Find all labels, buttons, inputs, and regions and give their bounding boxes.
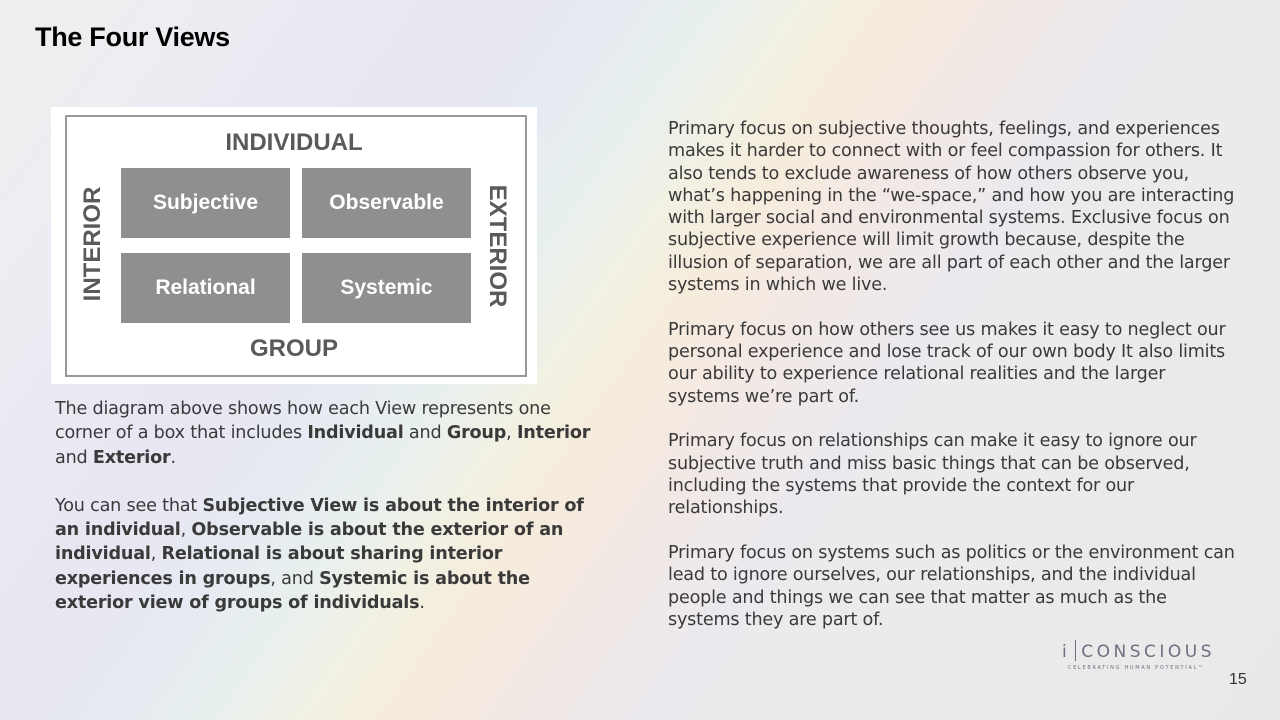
text-run: and <box>403 423 447 444</box>
text-run: , <box>506 423 517 444</box>
bold-run: Relational is about sharing interior exp… <box>55 544 503 589</box>
views-description: Primary focus on subjective thoughts, fe… <box>668 118 1238 654</box>
bold-run: Systemic is about the exterior view of g… <box>55 568 530 614</box>
diagram-frame <box>65 115 527 377</box>
bold-run: Interior <box>516 423 591 444</box>
cell-subjective: Subjective <box>121 168 290 238</box>
text-run: and <box>55 447 93 468</box>
logo-name: CONSCIOUS <box>1081 642 1215 662</box>
cell-relational: Relational <box>121 253 290 323</box>
text-run: You can see that <box>55 495 203 516</box>
logo-prefix: i <box>1062 642 1071 662</box>
text-run: . <box>170 447 177 468</box>
subjective-description: Primary focus on subjective thoughts, fe… <box>668 119 1235 296</box>
text-run: The diagram above shows how each View re… <box>55 399 551 444</box>
cell-observable: Observable <box>302 168 471 238</box>
explanation-paragraph-2: You can see that Subjective View is abou… <box>55 494 600 615</box>
logo-tagline: CELEBRATING HUMAN POTENTIAL™ <box>1068 665 1205 671</box>
four-views-diagram: INDIVIDUAL GROUP INTERIOR EXTERIOR Subje… <box>51 107 537 384</box>
diagram-label-individual: INDIVIDUAL <box>225 129 363 156</box>
bold-run: Individual <box>307 423 404 444</box>
iconscious-logo: i CONSCIOUS CELEBRATING HUMAN POTENTIAL™ <box>1062 640 1237 671</box>
text-run: , <box>150 544 162 565</box>
logo-divider <box>1075 640 1077 661</box>
bold-run: Exterior <box>92 447 171 468</box>
bold-run: Observable is about the exterior of an i… <box>55 520 564 565</box>
diagram-label-group: GROUP <box>249 335 338 362</box>
diagram-label-exterior: EXTERIOR <box>484 184 511 308</box>
slide-title: The Four Views <box>35 22 230 52</box>
diagram-explanation: The diagram above shows how each View re… <box>55 397 600 639</box>
text-run: , <box>180 520 192 541</box>
bold-run: Subjective View is about the interior of… <box>55 495 584 541</box>
explanation-paragraph-1: The diagram above shows how each View re… <box>55 397 600 470</box>
bold-run: Group <box>446 423 507 444</box>
diagram-label-interior: INTERIOR <box>79 186 106 302</box>
relational-description: Primary focus on relationships can make … <box>668 431 1197 519</box>
text-run: , and <box>270 568 320 589</box>
logo-wordmark: i CONSCIOUS <box>1062 640 1237 662</box>
observable-description: Primary focus on how others see us makes… <box>668 319 1226 407</box>
systemic-description: Primary focus on systems such as politic… <box>668 542 1235 630</box>
page-number: 15 <box>1229 671 1247 688</box>
cell-systemic: Systemic <box>302 253 471 323</box>
text-run: . <box>419 593 425 614</box>
